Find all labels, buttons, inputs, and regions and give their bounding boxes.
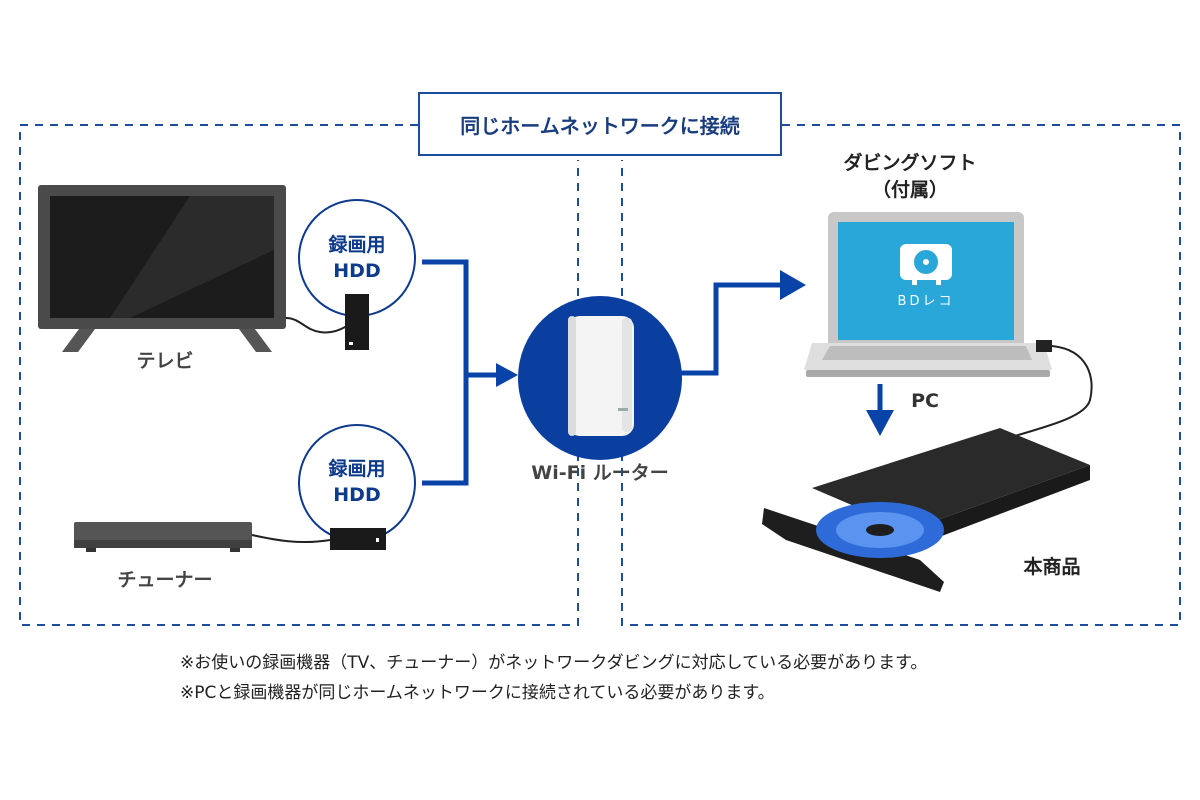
tv-label: テレビ: [136, 350, 194, 372]
hdd-router-connectors: [422, 259, 498, 486]
laptop-illustration: [804, 212, 1052, 377]
router-device: [568, 316, 634, 436]
right-zone-border: [621, 124, 1181, 626]
hdd-bottom-label: 録画用 HDD: [312, 456, 402, 508]
tv-illustration: [38, 185, 286, 352]
notes: ※お使いの録画機器（TV、チューナー）がネットワークダビングに対応している必要が…: [180, 648, 1080, 708]
tuner-label: チューナー: [117, 569, 213, 591]
pc-label: PC: [911, 390, 939, 412]
note-1: ※お使いの録画機器（TV、チューナー）がネットワークダビングに対応している必要が…: [180, 653, 928, 673]
left-zone-border: [19, 124, 579, 626]
router-pc-connector: [680, 282, 788, 376]
hdd-top-device: [345, 294, 369, 350]
software-label-line1: ダビングソフト: [843, 152, 977, 174]
software-label: ダビングソフト （付属）: [830, 150, 990, 204]
tuner-illustration: [74, 522, 252, 552]
note-2: ※PCと録画機器が同じホームネットワークに接続されている必要があります。: [180, 683, 775, 703]
tv-hdd-cable: [285, 317, 348, 334]
network-title: 同じホームネットワークに接続: [418, 92, 782, 156]
software-label-line2: （付属）: [871, 179, 948, 201]
optical-drive-illustration: [762, 428, 1090, 592]
product-label: 本商品: [1023, 556, 1081, 578]
usb-cable: [995, 345, 1093, 443]
tuner-hdd-cable: [251, 534, 331, 544]
arrow-to-drive: [866, 410, 894, 436]
app-name: BDレコ: [897, 294, 955, 309]
hdd-top-label-line1: 録画用: [328, 234, 386, 256]
bdreco-app-icon: [900, 244, 952, 285]
router-label: Wi-Fi ルーター: [531, 462, 669, 484]
arrow-to-pc: [780, 270, 806, 300]
hdd-top-label: 録画用 HDD: [312, 232, 402, 284]
arrow-to-router: [496, 363, 518, 387]
hdd-bottom-label-line2: HDD: [333, 484, 381, 506]
hdd-top-label-line2: HDD: [333, 260, 381, 282]
network-zones: [19, 124, 1181, 626]
hdd-bottom-label-line1: 録画用: [328, 458, 386, 480]
hdd-bottom-device: [330, 528, 386, 550]
